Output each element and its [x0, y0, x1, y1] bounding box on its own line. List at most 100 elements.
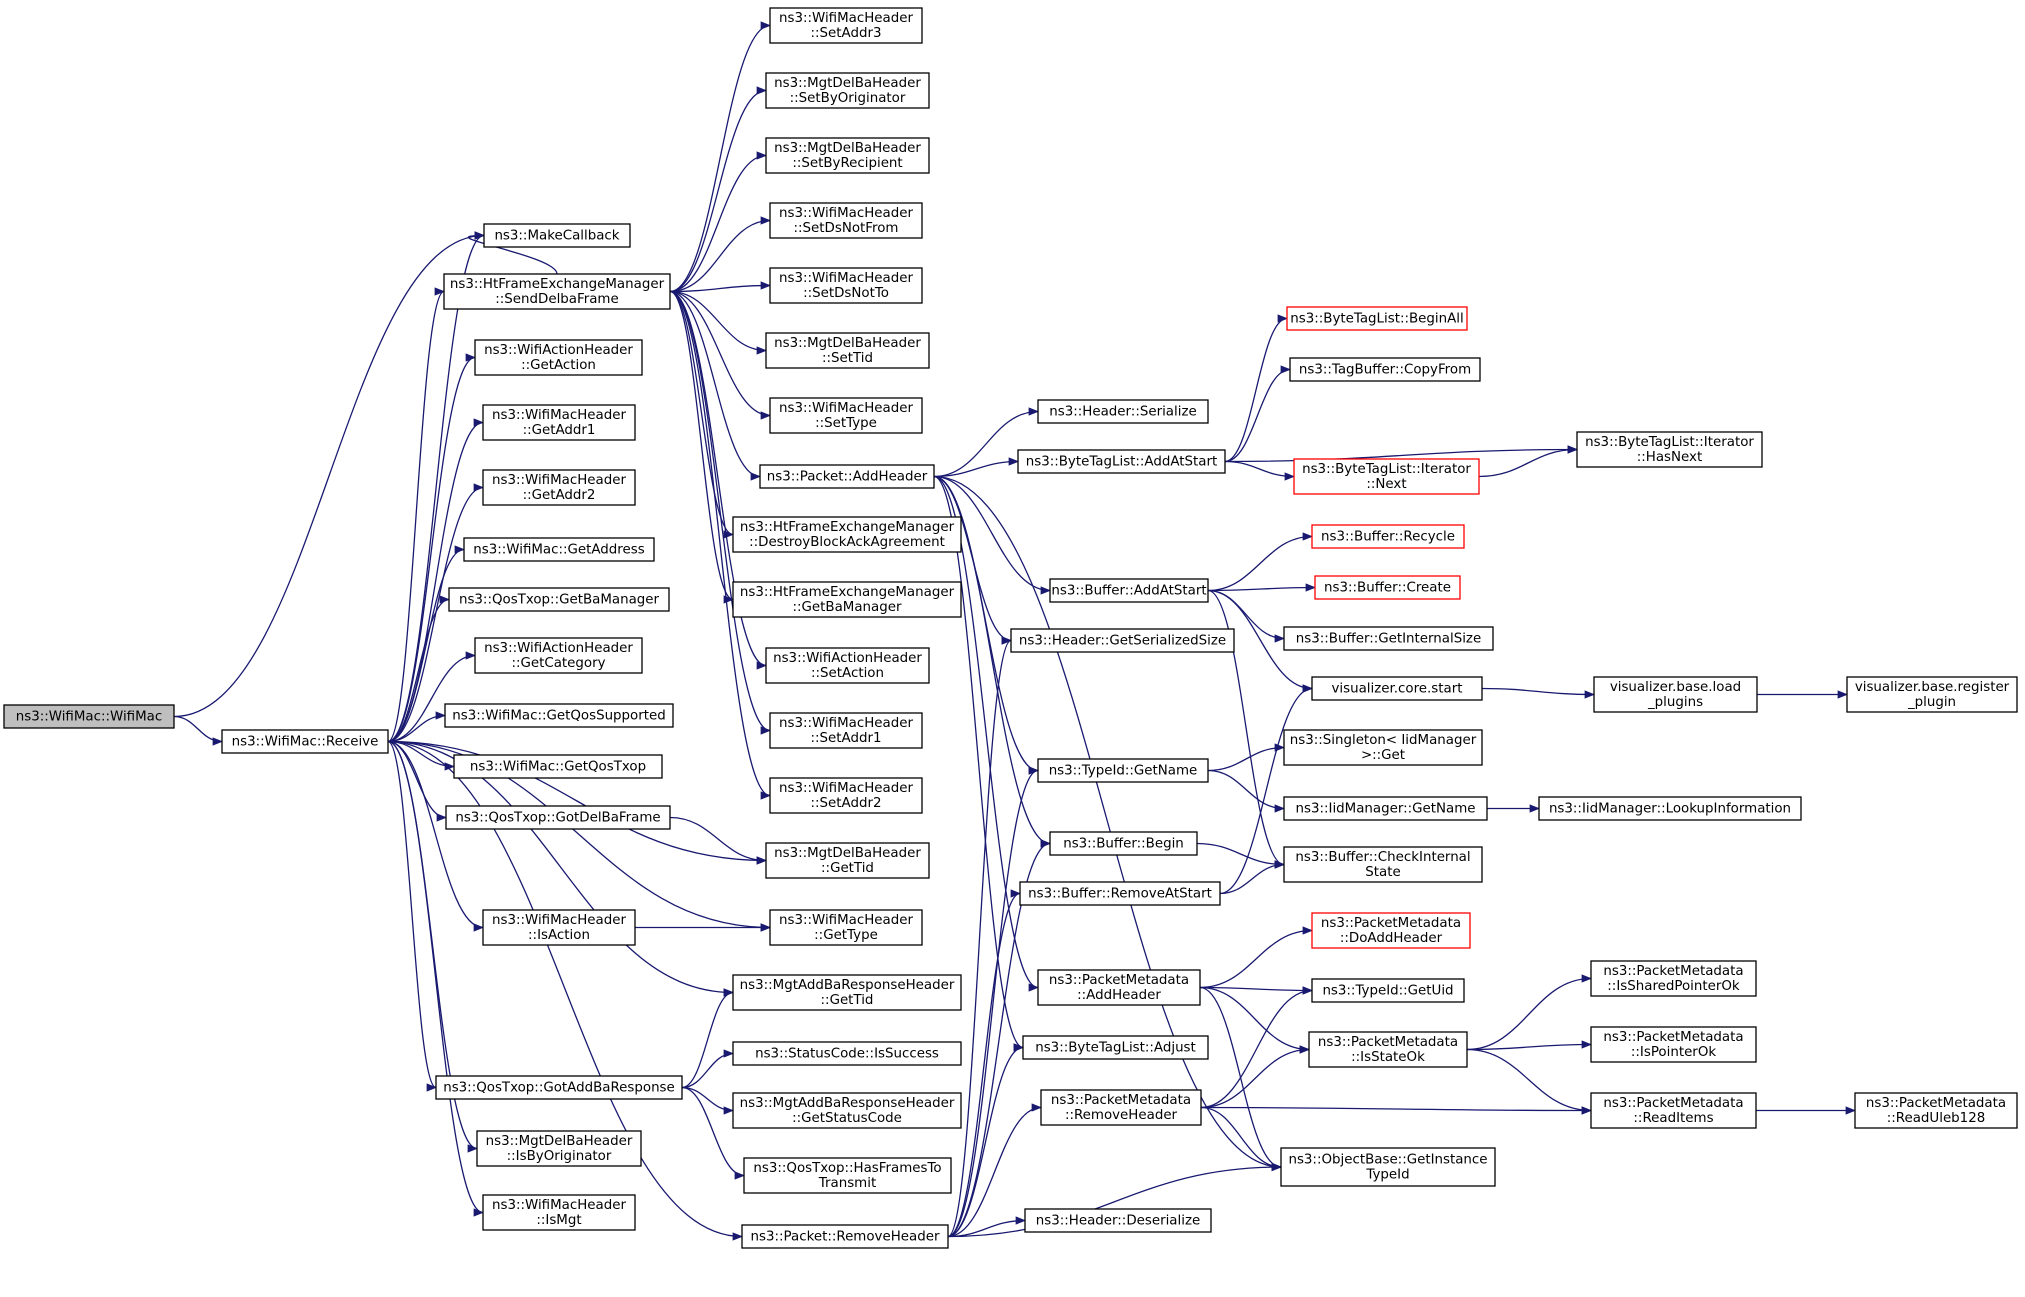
node-box [1019, 881, 1221, 906]
node-iid_getname[interactable]: ns3::IidManager::GetName [1283, 796, 1488, 821]
node-act_getaction[interactable]: ns3::WifiActionHeader::GetAction [474, 339, 643, 376]
node-getbamanager_ht[interactable]: ns3::HtFrameExchangeManager::GetBaManage… [732, 581, 962, 618]
node-label: ns3::Header::Deserialize [1036, 1214, 1200, 1229]
node-mac_gettype[interactable]: ns3::WifiMacHeader::GetType [769, 909, 923, 946]
node-hdr_deserialize[interactable]: ns3::Header::Deserialize [1024, 1208, 1212, 1233]
node-typeid_getuid[interactable]: ns3::TypeId::GetUid [1311, 978, 1465, 1003]
node-pm_doaddheader[interactable]: ns3::PacketMetadata::DoAddHeader [1311, 912, 1471, 949]
node-getaddress[interactable]: ns3::WifiMac::GetAddress [463, 537, 655, 562]
node-act_setaction[interactable]: ns3::WifiActionHeader::SetAction [765, 647, 930, 684]
node-label: ns3::WifiActionHeader [484, 343, 633, 358]
node-pm_readuleb[interactable]: ns3::PacketMetadata::ReadUleb128 [1854, 1092, 2018, 1129]
node-btl_iter_hasnext[interactable]: ns3::ByteTagList::Iterator::HasNext [1576, 431, 1763, 468]
node-issuccess[interactable]: ns3::StatusCode::IsSuccess [732, 1041, 962, 1066]
node-pm_isptrok[interactable]: ns3::PacketMetadata::IsPointerOk [1590, 1026, 1757, 1063]
node-label: ns3::MakeCallback [494, 229, 619, 244]
node-buf_getinternalsize[interactable]: ns3::Buffer::GetInternalSize [1283, 626, 1494, 651]
node-box [221, 729, 389, 754]
node-destroyba[interactable]: ns3::HtFrameExchangeManager::DestroyBloc… [732, 516, 962, 553]
node-btl_iter_next[interactable]: ns3::ByteTagList::Iterator::Next [1293, 458, 1480, 495]
node-label: ns3::PacketMetadata [1051, 1093, 1191, 1108]
node-typeid_getname[interactable]: ns3::TypeId::GetName [1037, 758, 1209, 783]
node-box [476, 1130, 642, 1167]
node-setbyorig[interactable]: ns3::MgtDelBaHeader::SetByOriginator [765, 72, 930, 109]
node-ismgt[interactable]: ns3::WifiMacHeader::IsMgt [482, 1194, 636, 1231]
node-label: TypeId [1365, 1168, 1409, 1183]
node-gotaddba[interactable]: ns3::QosTxop::GotAddBaResponse [435, 1075, 683, 1100]
node-label: ns3::Buffer::Create [1324, 581, 1451, 596]
node-label: ns3::QosTxop::HasFramesTo [753, 1161, 941, 1176]
node-act_getcategory[interactable]: ns3::WifiActionHeader::GetCategory [474, 637, 643, 674]
edge-removeheader-to-buf_begin [947, 839, 1052, 1238]
node-getqossupported[interactable]: ns3::WifiMac::GetQosSupported [444, 703, 674, 728]
node-label: ns3::PacketMetadata [1321, 916, 1461, 931]
node-label: ::IsMgt [536, 1213, 581, 1228]
node-settype[interactable]: ns3::WifiMacHeader::SetType [769, 397, 923, 434]
node-makecb[interactable]: ns3::MakeCallback [483, 223, 631, 248]
node-btl_beginall[interactable]: ns3::ByteTagList::BeginAll [1286, 306, 1468, 331]
node-delba_gettid[interactable]: ns3::MgtDelBaHeader::GetTid [765, 842, 930, 879]
node-pm_isstateok[interactable]: ns3::PacketMetadata::IsStateOk [1308, 1031, 1468, 1068]
node-mac_getaddr2[interactable]: ns3::WifiMacHeader::GetAddr2 [482, 469, 636, 506]
node-setdsnotfrom[interactable]: ns3::WifiMacHeader::SetDsNotFrom [769, 202, 923, 239]
node-box [769, 267, 923, 304]
edge-senddelba-to-settid [669, 290, 768, 355]
node-getbamanager_q[interactable]: ns3::QosTxop::GetBaManager [448, 587, 670, 612]
edge-buf_addatstart-to-vis_core_start [1207, 589, 1314, 693]
node-pm_readitems[interactable]: ns3::PacketMetadata::ReadItems [1590, 1092, 1757, 1129]
node-box [765, 72, 930, 109]
node-tagbuf_copyfrom[interactable]: ns3::TagBuffer::CopyFrom [1289, 357, 1481, 382]
node-setaddr3[interactable]: ns3::WifiMacHeader::SetAddr3 [769, 7, 923, 44]
node-receive[interactable]: ns3::WifiMac::Receive [221, 729, 389, 754]
node-mac_getaddr1[interactable]: ns3::WifiMacHeader::GetAddr1 [482, 404, 636, 441]
node-vis_base_load[interactable]: visualizer.base.load_plugins [1593, 676, 1758, 713]
node-singleton_get[interactable]: ns3::Singleton< IidManager>::Get [1283, 729, 1483, 766]
node-label: ns3::Singleton< IidManager [1290, 733, 1477, 748]
node-label: ns3::WifiMacHeader [779, 781, 913, 796]
node-buf_addatstart[interactable]: ns3::Buffer::AddAtStart [1049, 578, 1209, 603]
node-getstatuscode[interactable]: ns3::MgtAddBaResponseHeader::GetStatusCo… [732, 1092, 962, 1129]
node-root[interactable]: ns3::WifiMac::WifiMac [3, 704, 175, 729]
node-isbyorig[interactable]: ns3::MgtDelBaHeader::IsByOriginator [476, 1130, 642, 1167]
node-buf_removeatstart[interactable]: ns3::Buffer::RemoveAtStart [1019, 881, 1221, 906]
node-vis_core_start[interactable]: visualizer.core.start [1311, 676, 1483, 701]
node-pm_removeheader[interactable]: ns3::PacketMetadata::RemoveHeader [1040, 1089, 1202, 1126]
edge-root-to-makecb [173, 231, 486, 718]
node-isaction[interactable]: ns3::WifiMacHeader::IsAction [482, 909, 636, 946]
node-getqostxop[interactable]: ns3::WifiMac::GetQosTxop [453, 754, 663, 779]
node-box [769, 202, 923, 239]
node-buf_create[interactable]: ns3::Buffer::Create [1314, 575, 1461, 600]
node-gotdelba[interactable]: ns3::QosTxop::GotDelBaFrame [445, 805, 671, 830]
node-removeheader[interactable]: ns3::Packet::RemoveHeader [741, 1224, 949, 1249]
edge-pm_removeheader-to-typeid_getuid [1200, 986, 1314, 1109]
node-iid_lookup[interactable]: ns3::IidManager::LookupInformation [1538, 796, 1802, 821]
node-senddelba[interactable]: ns3::HtFrameExchangeManager::SendDelbaFr… [443, 273, 671, 310]
node-hdr_getsize[interactable]: ns3::Header::GetSerializedSize [1010, 628, 1235, 653]
node-addba_gettid[interactable]: ns3::MgtAddBaResponseHeader::GetTid [732, 974, 962, 1011]
node-btl_adjust[interactable]: ns3::ByteTagList::Adjust [1022, 1035, 1209, 1060]
node-label: ns3::ObjectBase::GetInstance [1288, 1153, 1487, 1168]
node-setdsnotto[interactable]: ns3::WifiMacHeader::SetDsNotTo [769, 267, 923, 304]
node-setaddr1[interactable]: ns3::WifiMacHeader::SetAddr1 [769, 712, 923, 749]
node-label: ::SetDsNotTo [803, 286, 889, 301]
node-label: ::ReadItems [1633, 1111, 1713, 1126]
node-setbyrecip[interactable]: ns3::MgtDelBaHeader::SetByRecipient [765, 137, 930, 174]
node-settid[interactable]: ns3::MgtDelBaHeader::SetTid [765, 332, 930, 369]
node-label: ::SetDsNotFrom [794, 221, 899, 236]
node-pm_addheader[interactable]: ns3::PacketMetadata::AddHeader [1037, 969, 1201, 1006]
edge-btl_iter_next-to-btl_iter_hasnext [1478, 445, 1579, 478]
node-label: ::GetTid [821, 861, 874, 876]
node-buf_begin[interactable]: ns3::Buffer::Begin [1049, 831, 1198, 856]
node-box [482, 1194, 636, 1231]
node-vis_base_register[interactable]: visualizer.base.register_plugin [1846, 676, 2018, 713]
node-buf_recycle[interactable]: ns3::Buffer::Recycle [1311, 524, 1465, 549]
node-label: ns3::WifiMac::GetQosTxop [470, 760, 646, 775]
node-pm_issharedptr[interactable]: ns3::PacketMetadata::IsSharedPointerOk [1590, 960, 1757, 997]
node-hdr_serialize[interactable]: ns3::Header::Serialize [1037, 399, 1209, 424]
node-addheader[interactable]: ns3::Packet::AddHeader [759, 464, 935, 489]
node-btl_addatstart[interactable]: ns3::ByteTagList::AddAtStart [1017, 449, 1226, 474]
node-setaddr2[interactable]: ns3::WifiMacHeader::SetAddr2 [769, 777, 923, 814]
